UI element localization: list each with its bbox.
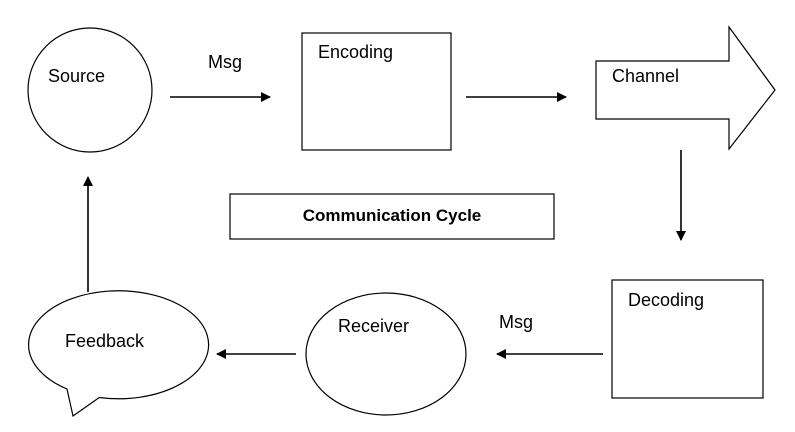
diagram-title: Communication Cycle <box>303 206 482 225</box>
feedback-node: Feedback <box>28 290 210 418</box>
encoding-node: Encoding <box>301 32 452 151</box>
receiver-node: Receiver <box>305 292 467 416</box>
feedback-label: Feedback <box>65 331 145 351</box>
title-box: Communication Cycle <box>229 193 555 240</box>
source-node: Source <box>27 27 153 153</box>
receiver-label: Receiver <box>338 316 409 336</box>
source-label: Source <box>48 66 105 86</box>
channel-label: Channel <box>612 66 679 86</box>
channel-node: Channel <box>595 25 776 151</box>
msg-label-source-to-encoding: Msg <box>208 52 242 72</box>
encoding-label: Encoding <box>318 42 393 62</box>
msg-label-decoding-to-receiver: Msg <box>499 312 533 332</box>
decoding-label: Decoding <box>628 290 704 310</box>
decoding-node: Decoding <box>611 279 764 399</box>
